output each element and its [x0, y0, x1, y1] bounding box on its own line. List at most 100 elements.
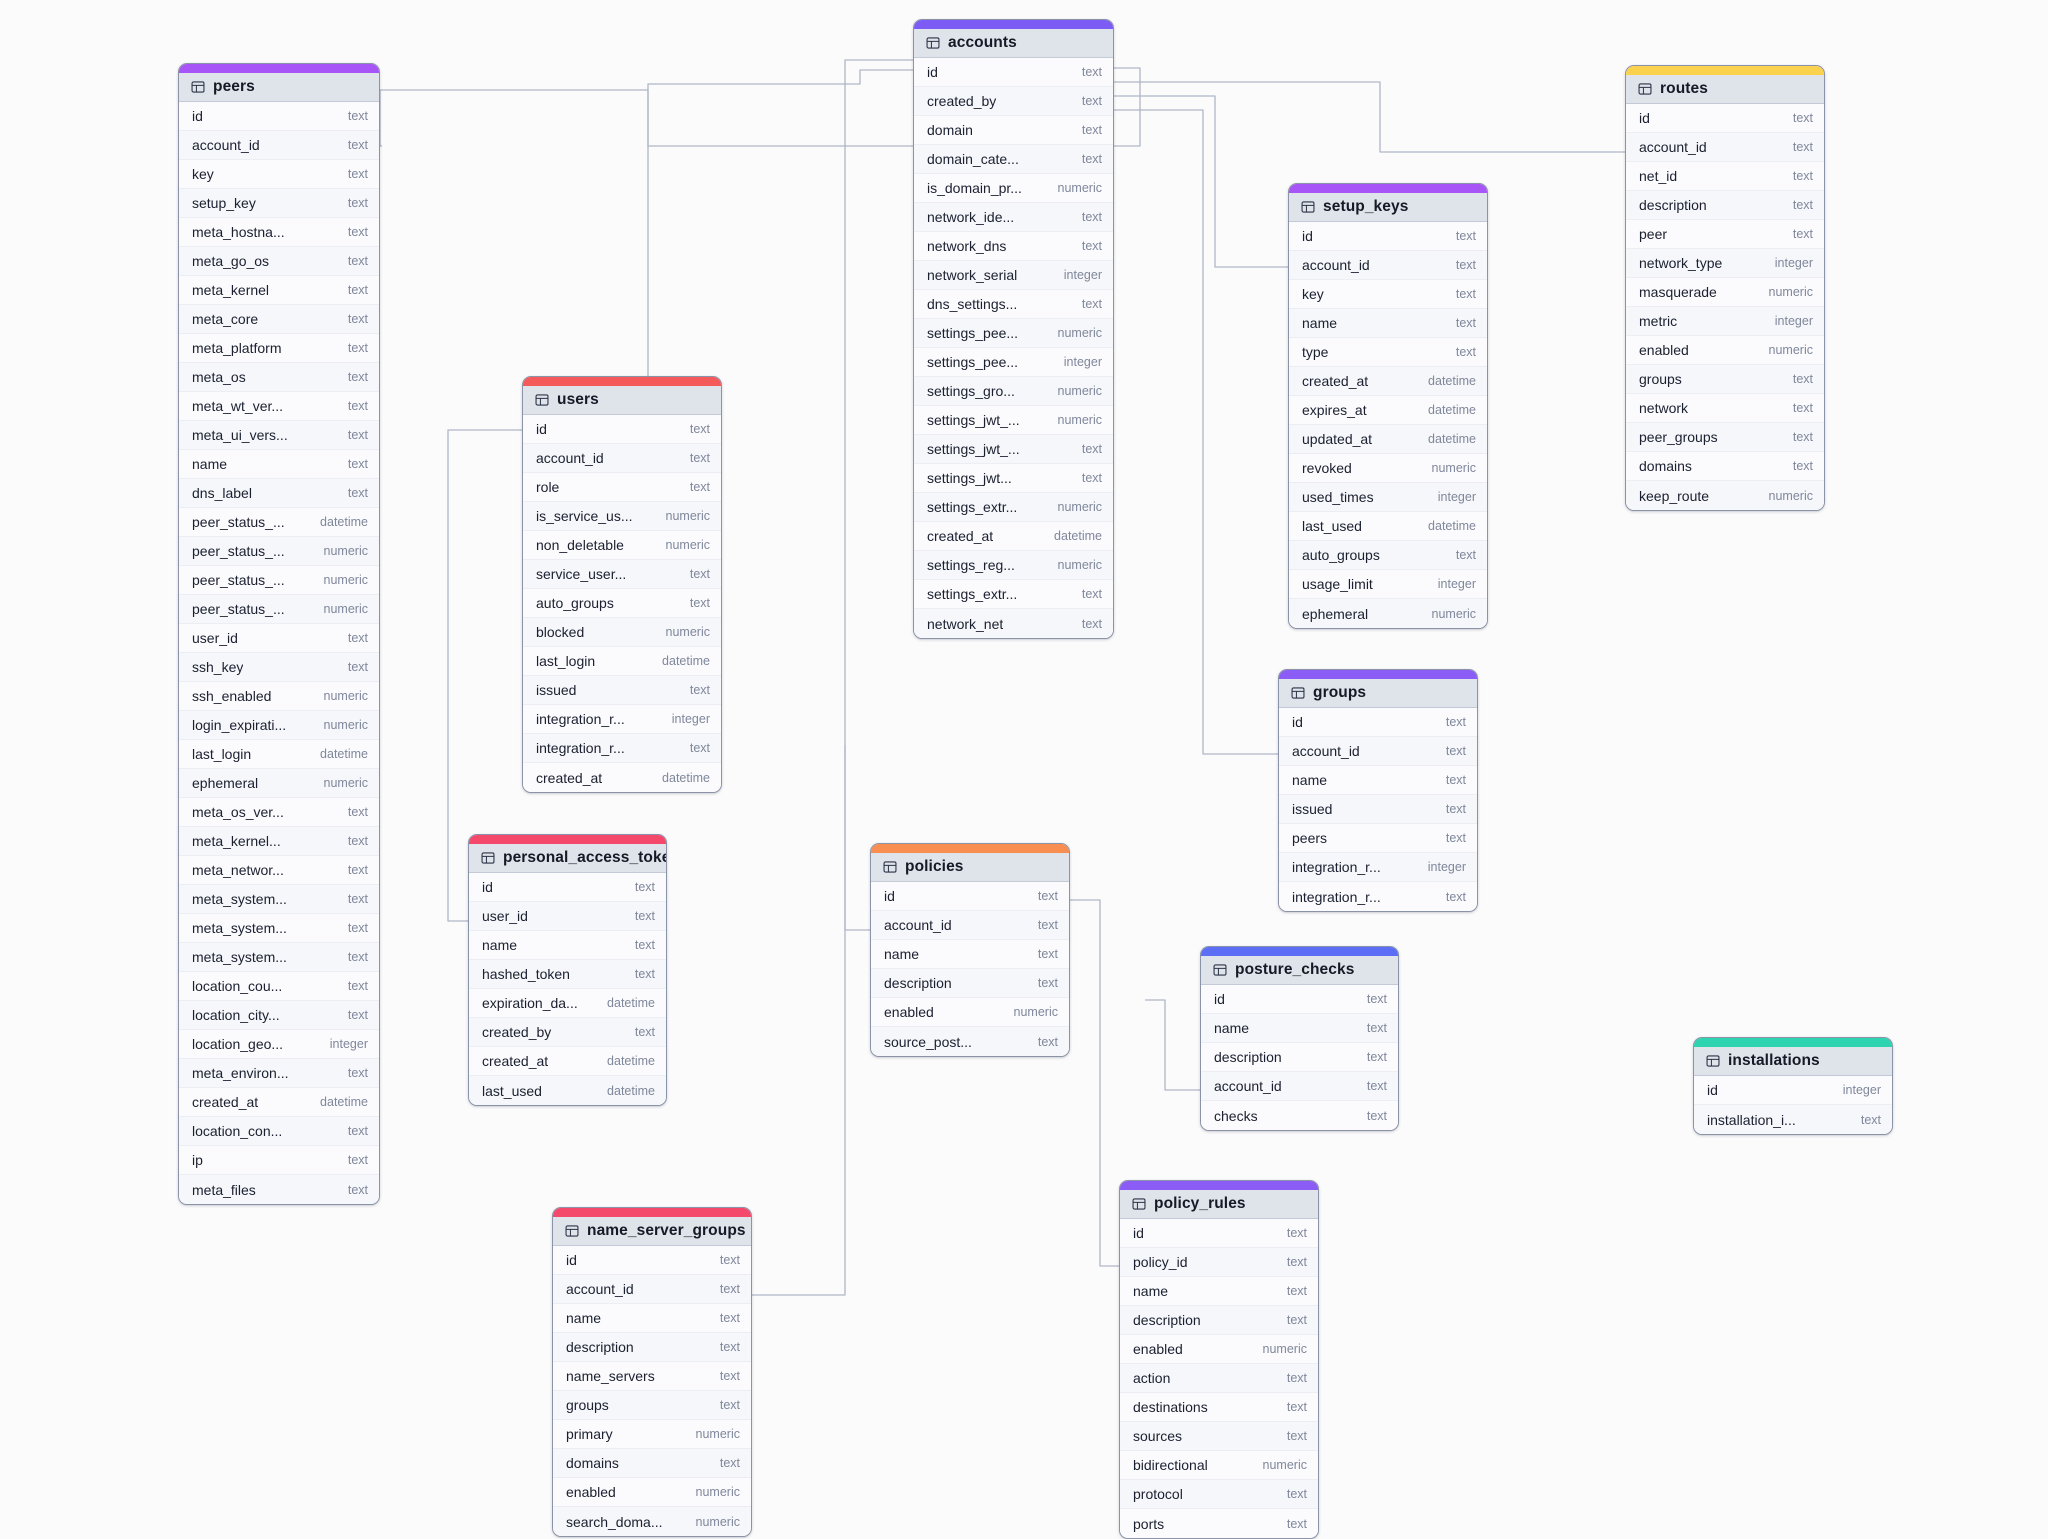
column-row[interactable]: settings_pee...numeric — [914, 319, 1113, 348]
column-row[interactable]: location_cou...text — [179, 972, 379, 1001]
column-row[interactable]: network_ide...text — [914, 203, 1113, 232]
column-row[interactable]: settings_pee...integer — [914, 348, 1113, 377]
column-row[interactable]: login_expirati...numeric — [179, 711, 379, 740]
table-header-routes[interactable]: routes — [1626, 75, 1824, 104]
table-header-installations[interactable]: installations — [1694, 1047, 1892, 1076]
column-row[interactable]: settings_jwt_...text — [914, 435, 1113, 464]
column-row[interactable]: service_user...text — [523, 560, 721, 589]
column-row[interactable]: installation_i...text — [1694, 1105, 1892, 1134]
column-row[interactable]: integration_r...integer — [1279, 853, 1477, 882]
column-row[interactable]: settings_gro...numeric — [914, 377, 1113, 406]
column-row[interactable]: integration_r...text — [1279, 882, 1477, 911]
column-row[interactable]: settings_jwt...text — [914, 464, 1113, 493]
table-header-setup_keys[interactable]: setup_keys — [1289, 193, 1487, 222]
column-row[interactable]: meta_system...text — [179, 943, 379, 972]
column-row[interactable]: is_domain_pr...numeric — [914, 174, 1113, 203]
table-header-accounts[interactable]: accounts — [914, 29, 1113, 58]
column-row[interactable]: expiration_da...datetime — [469, 989, 666, 1018]
column-row[interactable]: location_geo...integer — [179, 1030, 379, 1059]
column-row[interactable]: location_city...text — [179, 1001, 379, 1030]
table-header-users[interactable]: users — [523, 386, 721, 415]
column-row[interactable]: dns_settings...text — [914, 290, 1113, 319]
table-header-personal_access_tokens[interactable]: personal_access_tokens — [469, 844, 666, 873]
table-header-posture_checks[interactable]: posture_checks — [1201, 956, 1398, 985]
column-row[interactable]: meta_networ...text — [179, 856, 379, 885]
column-row[interactable]: meta_ui_vers...text — [179, 421, 379, 450]
column-row[interactable]: meta_wt_ver...text — [179, 392, 379, 421]
table-header-name_server_groups[interactable]: name_server_groups — [553, 1217, 751, 1246]
column-row[interactable]: is_service_us...numeric — [523, 502, 721, 531]
table-card-personal_access_tokens[interactable]: personal_access_tokens idtextuser_idtext… — [468, 834, 667, 1106]
column-row[interactable]: settings_jwt_...numeric — [914, 406, 1113, 435]
table-header-policies[interactable]: policies — [871, 853, 1069, 882]
table-header-groups[interactable]: groups — [1279, 679, 1477, 708]
column-row[interactable]: location_con...text — [179, 1117, 379, 1146]
column-row[interactable]: meta_hostna...text — [179, 218, 379, 247]
